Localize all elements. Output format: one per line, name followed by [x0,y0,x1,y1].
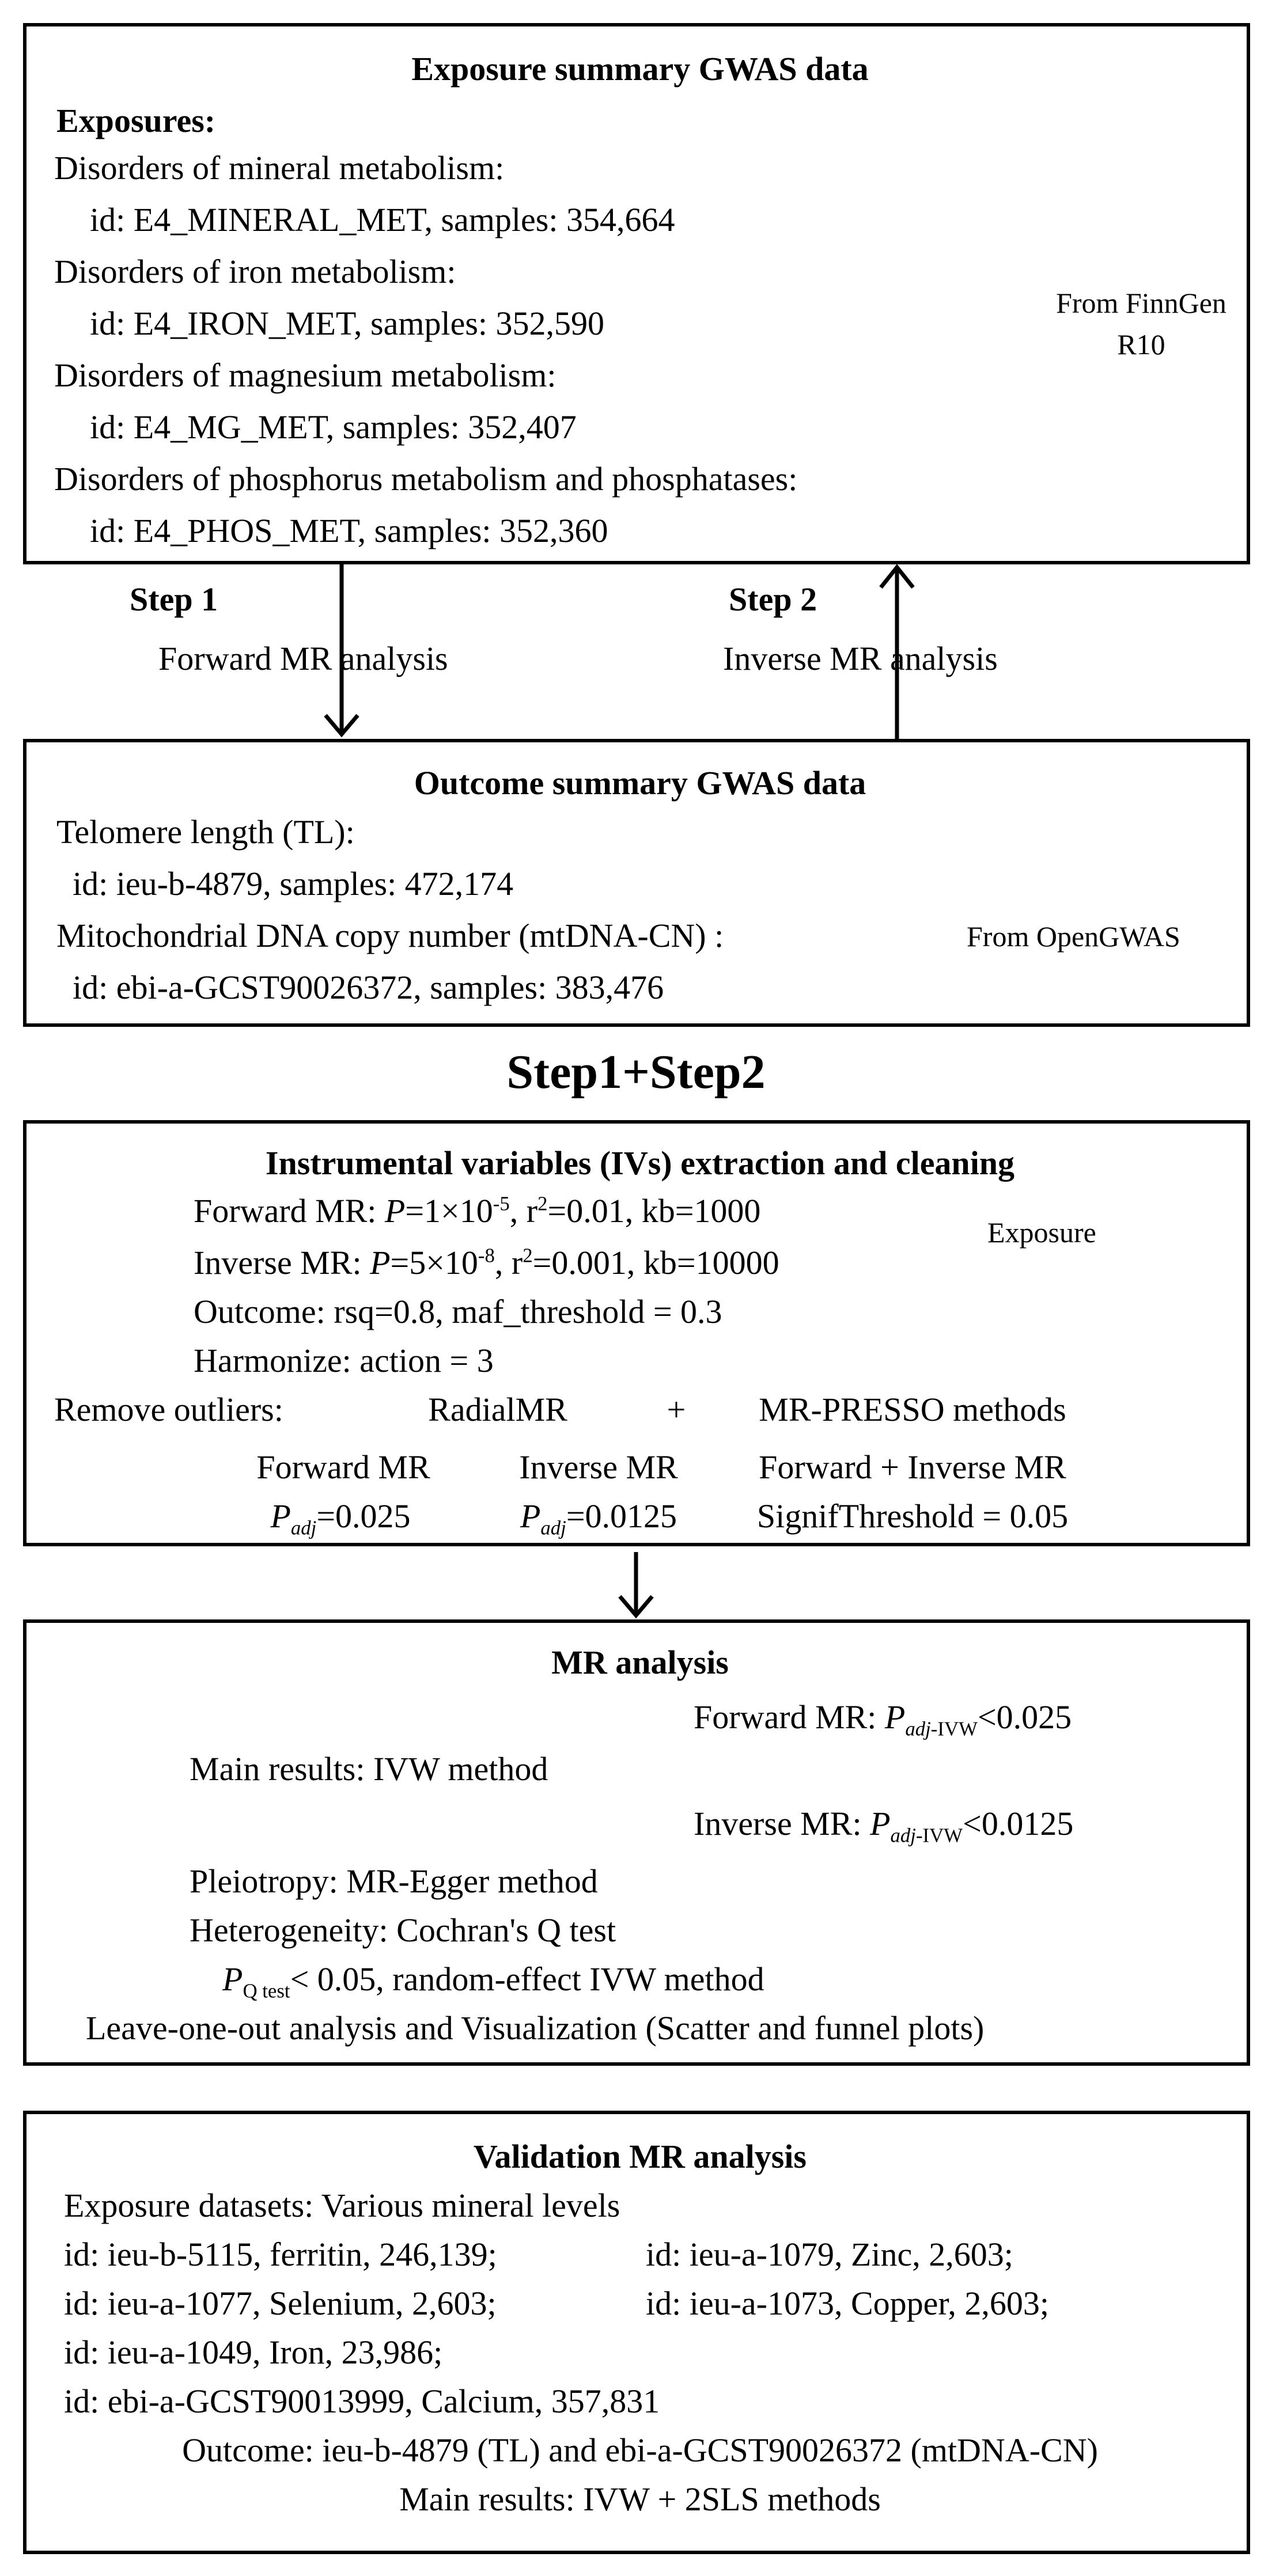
outcome-box-title: Outcome summary GWAS data [414,764,866,802]
iv-to-mr-arrow-head [618,1595,654,1619]
mrpresso-label: MR-PRESSO methods [759,1391,1066,1428]
exposures-heading: Exposures: [56,102,216,139]
outcome-item-detail: id: ieu-b-4879, samples: 472,174 [73,865,514,902]
exposure-item-name: Disorders of phosphorus metabolism and p… [54,460,798,498]
exposure-summary-box: Exposure summary GWAS data Exposures: Di… [23,23,1250,564]
validation-main-results: Main results: IVW + 2SLS methods [399,2480,881,2518]
iv-inverse-criteria: Inverse MR: P=5×10-8, r2=0.001, kb=10000 [194,1244,779,1281]
validation-box-title: Validation MR analysis [474,2138,807,2175]
mr-heterogeneity: Heterogeneity: Cochran's Q test [190,1911,616,1949]
exposure-source-line1: From FinnGen [1056,287,1226,319]
outcome-source: From OpenGWAS [967,920,1180,953]
mr-pleiotropy: Pleiotropy: MR-Egger method [190,1862,598,1900]
iv-box-title: Instrumental variables (IVs) extraction … [265,1144,1015,1182]
validation-dataset: id: ieu-a-1077, Selenium, 2,603; [64,2285,497,2322]
exposure-item-detail: id: E4_MINERAL_MET, samples: 354,664 [90,201,675,238]
combined-steps-title: Step1+Step2 [506,1045,766,1099]
mr-leave-one-out: Leave-one-out analysis and Visualization… [86,2009,985,2047]
outcome-item-name: Mitochondrial DNA copy number (mtDNA-CN)… [56,917,724,954]
radial-forward-threshold: Padj=0.025 [270,1497,411,1539]
step1-description: Forward MR analysis [158,640,448,677]
mr-pq-test: PQ test< 0.05, random-effect IVW method [222,1960,764,2002]
step1-arrow-head [324,714,359,738]
iv-forward-criteria: Forward MR: P=1×10-5, r2=0.01, kb=1000 [194,1192,761,1230]
validation-dataset: id: ebi-a-GCST90013999, Calcium, 357,831 [64,2382,660,2420]
radial-inverse-threshold: Padj=0.0125 [520,1497,677,1539]
step2-label: Step 2 [729,581,817,618]
step1-label: Step 1 [130,581,218,618]
validation-exposure-datasets: Exposure datasets: Various mineral level… [64,2187,620,2224]
mr-main-results: Main results: IVW method [190,1750,548,1788]
mr-forward-result: Forward MR: Padj-IVW<0.025 [694,1698,1072,1740]
iv-extraction-box: Instrumental variables (IVs) extraction … [23,1120,1250,1546]
outcome-item-name: Telomere length (TL): [56,813,355,851]
exposure-source-line2: R10 [1117,328,1165,361]
mr-inverse-result: Inverse MR: Padj-IVW<0.0125 [694,1805,1074,1847]
outcome-item-detail: id: ebi-a-GCST90026372, samples: 383,476 [73,969,664,1006]
step2-arrow-head [879,564,915,589]
validation-dataset: id: ieu-b-5115, ferritin, 246,139; [64,2236,497,2273]
exposure-item-detail: id: E4_IRON_MET, samples: 352,590 [90,305,605,342]
validation-outcome: Outcome: ieu-b-4879 (TL) and ebi-a-GCST9… [182,2431,1098,2469]
iv-outcome-criteria: Outcome: rsq=0.8, maf_threshold = 0.3 [194,1293,722,1330]
presso-methods-label: Forward + Inverse MR [759,1448,1066,1486]
iv-exposure-label: Exposure [987,1216,1096,1249]
radial-inverse-label: Inverse MR [519,1448,678,1486]
radial-forward-label: Forward MR [256,1448,430,1486]
mr-analysis-box: MR analysis Main results: IVW method For… [23,1619,1250,2066]
validation-dataset: id: ieu-a-1073, Copper, 2,603; [646,2285,1049,2322]
step2-description: Inverse MR analysis [723,640,998,677]
exposure-item-detail: id: E4_PHOS_MET, samples: 352,360 [90,512,608,549]
exposure-box-title: Exposure summary GWAS data [411,50,869,88]
exposure-item-name: Disorders of magnesium metabolism: [54,356,556,394]
exposure-item-detail: id: E4_MG_MET, samples: 352,407 [90,408,577,446]
exposure-item-name: Disorders of iron metabolism: [54,253,456,290]
remove-outliers-label: Remove outliers: [54,1391,283,1428]
radialmr-label: RadialMR [428,1391,567,1428]
validation-dataset: id: ieu-a-1049, Iron, 23,986; [64,2334,443,2371]
presso-threshold: SignifThreshold = 0.05 [756,1497,1069,1535]
mr-box-title: MR analysis [551,1644,729,1681]
validation-dataset: id: ieu-a-1079, Zinc, 2,603; [646,2236,1013,2273]
outcome-summary-box: Outcome summary GWAS data Telomere lengt… [23,739,1250,1027]
plus-sign: + [667,1391,686,1428]
validation-mr-box: Validation MR analysis Exposure datasets… [23,2111,1250,2554]
exposure-item-name: Disorders of mineral metabolism: [54,149,505,187]
iv-harmonize: Harmonize: action = 3 [194,1342,494,1379]
